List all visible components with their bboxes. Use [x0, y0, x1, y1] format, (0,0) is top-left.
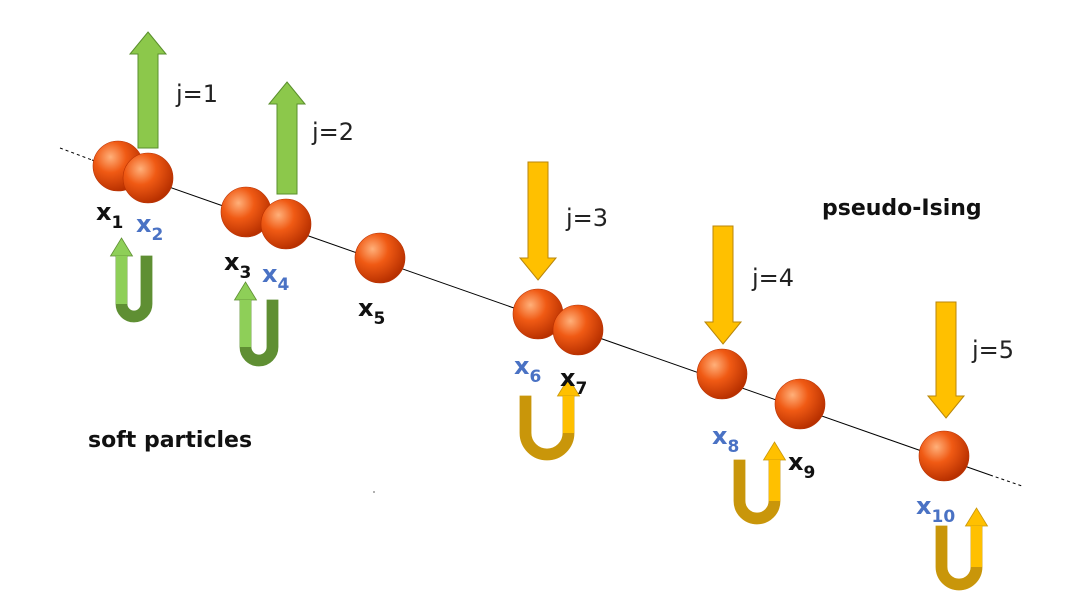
soft-particles-caption: soft particles	[88, 428, 253, 453]
chain-line-dashed-end	[989, 474, 1023, 487]
particle-label-subscript: 9	[803, 463, 815, 483]
particle-label-subscript: 2	[151, 225, 163, 245]
loop-band-light	[116, 256, 127, 304]
particle-label-2: x2	[136, 210, 163, 245]
particle-label-subscript: 10	[931, 507, 955, 527]
particle-label-subscript: 7	[575, 379, 587, 399]
loop-band	[733, 459, 781, 525]
particle-ball-5	[354, 232, 406, 284]
particle-label-9: x9	[788, 448, 815, 483]
particle-label-3: x3	[224, 248, 251, 283]
particle-label-6: x6	[514, 352, 541, 387]
particle-label-5: x5	[358, 294, 385, 329]
particle-ball-8	[696, 348, 748, 400]
loop-arrowhead	[762, 441, 787, 461]
clockwise-loop-icon	[519, 377, 581, 461]
loop-arrowhead	[964, 507, 989, 527]
clockwise-loop-icon	[733, 441, 787, 525]
loop-band-light	[240, 300, 251, 347]
j-label-4: j=4	[751, 264, 794, 292]
clockwise-loop-icon	[935, 507, 989, 591]
particle-ball-2	[122, 152, 174, 204]
particle-label-subscript: 1	[111, 213, 123, 233]
spin-down-arrow-icon	[926, 301, 966, 419]
counterclockwise-loop-icon	[233, 281, 279, 367]
loop-band-light	[971, 526, 982, 567]
particle-label-1: x1	[96, 198, 123, 233]
spin-up-arrow-icon	[128, 31, 168, 149]
particle-ball-7	[552, 304, 604, 356]
loop-arrowhead	[233, 281, 258, 301]
particle-label-subscript: 5	[373, 309, 385, 329]
particle-ball-9	[774, 378, 826, 430]
particle-label-8: x8	[712, 422, 739, 457]
spin-down-arrow-icon	[703, 225, 743, 345]
pseudo-ising-caption: pseudo-Ising	[822, 196, 982, 221]
stray-mark	[373, 491, 375, 493]
particle-label-subscript: 4	[277, 275, 289, 295]
particle-ball-10	[918, 430, 970, 482]
chain-line-dashed-start	[59, 147, 93, 161]
loop-band-light	[769, 460, 780, 501]
j-label-1: j=1	[175, 80, 218, 108]
particle-label-4: x4	[262, 260, 289, 295]
j-label-2: j=2	[311, 118, 354, 146]
particle-label-subscript: 6	[529, 367, 541, 387]
loop-band-light	[563, 396, 574, 433]
loop-band	[935, 525, 983, 591]
particle-label-10: x10	[916, 492, 955, 527]
particle-label-subscript: 3	[239, 263, 251, 283]
j-label-5: j=5	[971, 336, 1014, 364]
particle-ball-4	[260, 198, 312, 250]
counterclockwise-loop-icon	[109, 237, 153, 323]
spin-up-arrow-icon	[267, 81, 307, 195]
spin-down-arrow-icon	[518, 161, 558, 281]
j-label-3: j=3	[565, 204, 608, 232]
particle-label-subscript: 8	[727, 437, 739, 457]
loop-arrowhead	[109, 237, 134, 257]
